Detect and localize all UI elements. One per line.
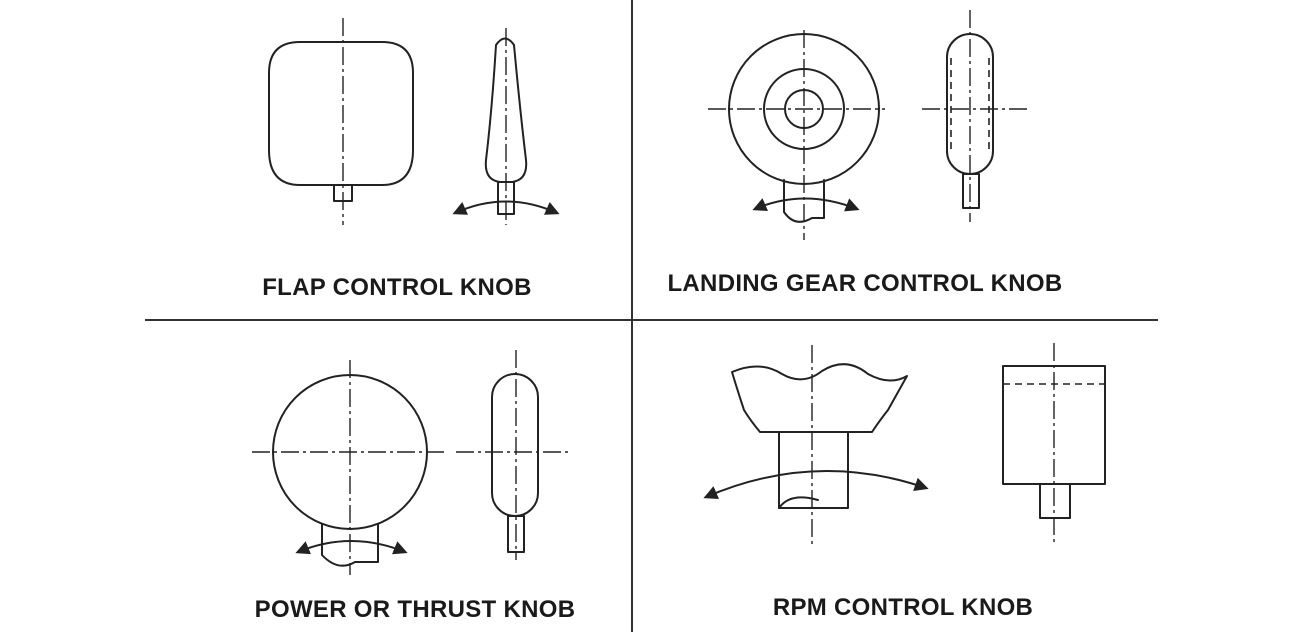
power-knob-side-view bbox=[456, 350, 572, 560]
flap-knob-front-view bbox=[268, 18, 414, 225]
landing-gear-knob-front-view bbox=[708, 30, 885, 240]
landing-gear-rotate-arrow bbox=[752, 197, 860, 212]
power-rotate-arrow bbox=[295, 540, 408, 555]
power-knob-front-view bbox=[252, 360, 448, 575]
landing-gear-knob-side-view bbox=[922, 10, 1030, 222]
caption-power-or-thrust-knob: POWER OR THRUST KNOB bbox=[254, 596, 576, 623]
rpm-knob-front-view bbox=[703, 345, 929, 545]
flap-rotate-arrow bbox=[452, 200, 560, 215]
rpm-knob-side-view bbox=[1002, 343, 1106, 545]
caption-landing-gear-control-knob: LANDING GEAR CONTROL KNOB bbox=[667, 270, 1063, 297]
flap-knob-side-view bbox=[452, 28, 560, 225]
rpm-rotate-arrow bbox=[703, 470, 929, 499]
caption-flap-control-knob: FLAP CONTROL KNOB bbox=[262, 274, 532, 301]
caption-rpm-control-knob: RPM CONTROL KNOB bbox=[772, 594, 1034, 621]
